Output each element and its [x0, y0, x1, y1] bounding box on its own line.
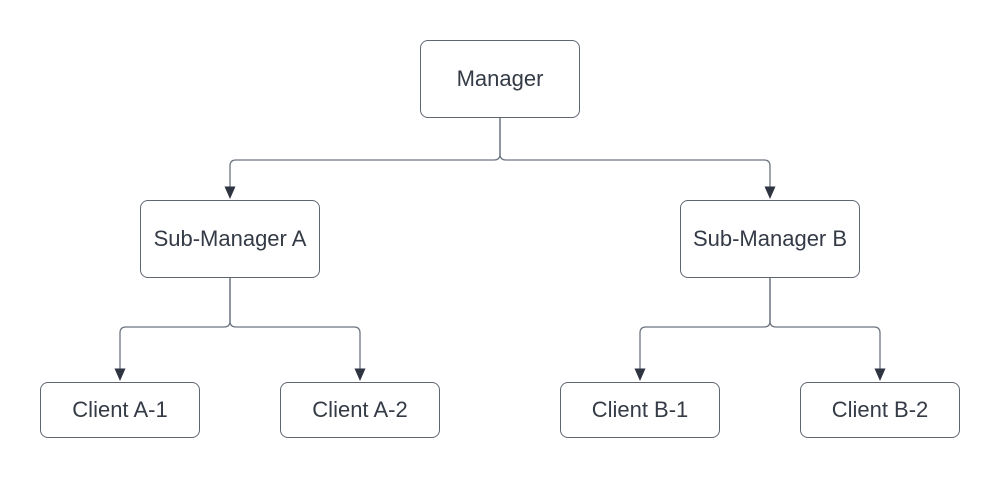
arrowhead-icon	[874, 368, 886, 381]
connector-sub-manager-b-to-client-b1	[634, 278, 771, 381]
arrowhead-icon	[114, 368, 126, 381]
connector-sub-manager-a-to-client-a1	[114, 278, 231, 381]
node-sub-manager-a[interactable]: Sub-Manager A	[140, 200, 320, 278]
connector-manager-to-sub-manager-a	[224, 118, 501, 199]
arrowhead-icon	[764, 186, 776, 199]
node-client-b2-label: Client B-2	[831, 396, 929, 422]
arrowhead-icon	[354, 368, 366, 381]
node-client-b1[interactable]: Client B-1	[560, 382, 720, 438]
node-manager[interactable]: Manager	[420, 40, 580, 118]
arrowhead-icon	[224, 186, 236, 199]
node-client-a1-label: Client A-1	[72, 396, 168, 422]
node-sub-manager-b[interactable]: Sub-Manager B	[680, 200, 860, 278]
connector-sub-manager-a-to-client-a2	[229, 278, 366, 381]
arrowhead-icon	[634, 368, 646, 381]
node-sub-manager-a-label: Sub-Manager A	[153, 225, 307, 251]
node-client-a1[interactable]: Client A-1	[40, 382, 200, 438]
node-client-b1-label: Client B-1	[591, 396, 689, 422]
node-client-b2[interactable]: Client B-2	[800, 382, 960, 438]
node-manager-label: Manager	[456, 65, 544, 91]
connector-sub-manager-b-to-client-b2	[769, 278, 886, 381]
node-client-a2-label: Client A-2	[312, 396, 408, 422]
node-client-a2[interactable]: Client A-2	[280, 382, 440, 438]
node-sub-manager-b-label: Sub-Manager B	[692, 225, 848, 251]
connector-manager-to-sub-manager-b	[499, 118, 776, 199]
